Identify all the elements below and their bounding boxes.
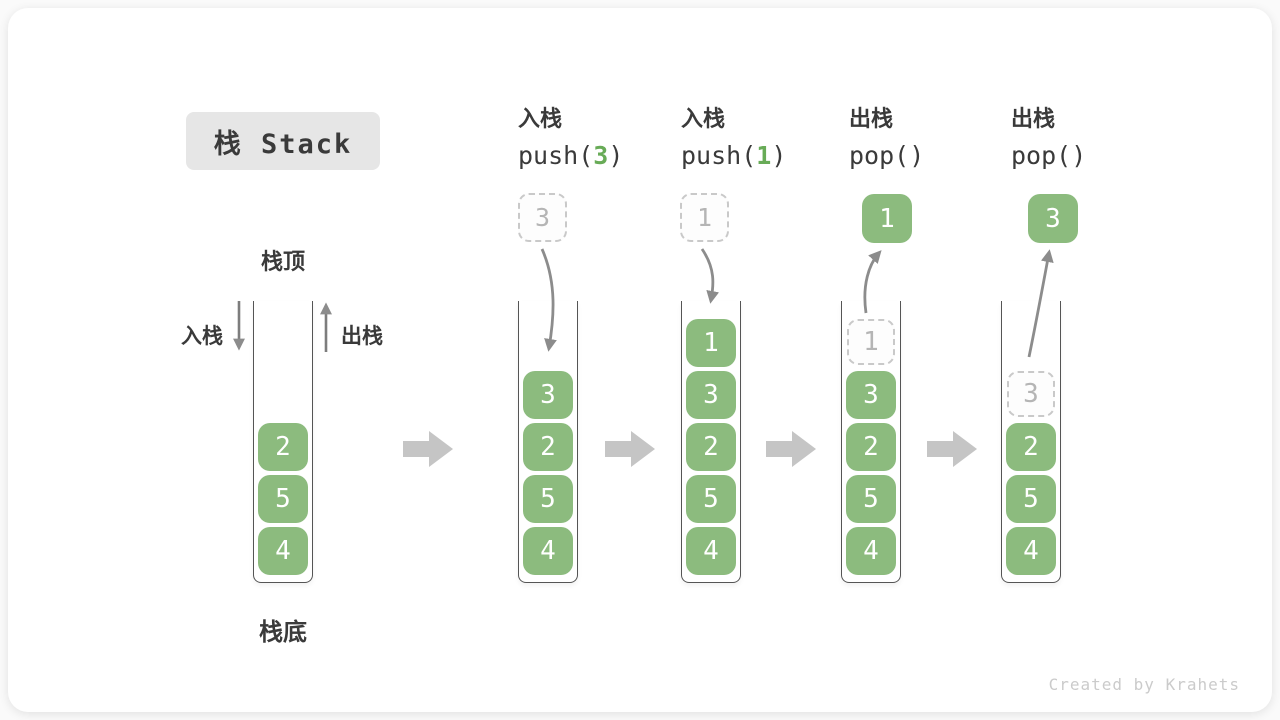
- stack-item: 2: [258, 423, 308, 471]
- removed-slot-box: 3: [1007, 371, 1055, 417]
- op-label: 出栈: [849, 107, 894, 132]
- stack-after-pop-1: [841, 301, 901, 583]
- code-prefix: push(: [518, 141, 594, 170]
- removed-slot-box: 1: [847, 319, 895, 365]
- step-arrow-icon: [927, 431, 977, 467]
- code-suffix: ): [909, 141, 925, 170]
- op-header-pop-2: 出栈 pop(): [1011, 108, 1181, 169]
- stack-item: 4: [686, 527, 736, 575]
- stack-item: 3: [846, 371, 896, 419]
- op-code: pop(): [849, 143, 1019, 169]
- stack-item: 4: [846, 527, 896, 575]
- popped-value-box: 3: [1028, 194, 1078, 243]
- stack-item: 4: [258, 527, 308, 575]
- stack-item: 5: [1006, 475, 1056, 523]
- stack-item: 2: [846, 423, 896, 471]
- op-code: pop(): [1011, 143, 1181, 169]
- incoming-value-box: 1: [680, 193, 729, 242]
- step-arrow-icon: [403, 431, 453, 467]
- stack-after-push-3: [518, 301, 578, 583]
- stack-item: 3: [523, 371, 573, 419]
- stack-item: 2: [523, 423, 573, 471]
- code-suffix: ): [771, 141, 787, 170]
- stack-item: 5: [846, 475, 896, 523]
- step-arrow-icon: [766, 431, 816, 467]
- op-code: push(1): [681, 143, 851, 169]
- stack-item: 1: [686, 319, 736, 367]
- code-value: 3: [593, 141, 609, 170]
- stack-initial: [253, 301, 313, 583]
- incoming-value-box: 3: [518, 193, 567, 242]
- popped-value-box: 1: [862, 194, 912, 243]
- code-value: 1: [756, 141, 772, 170]
- step-arrow-icon: [605, 431, 655, 467]
- stack-item: 4: [523, 527, 573, 575]
- code-prefix: push(: [681, 141, 757, 170]
- stack-item: 2: [1006, 423, 1056, 471]
- diagram-title: 栈 Stack: [186, 112, 380, 170]
- op-code: push(3): [518, 143, 688, 169]
- code-suffix: ): [608, 141, 624, 170]
- op-header-push-3: 入栈 push(3): [518, 108, 688, 169]
- stack-item: 5: [686, 475, 736, 523]
- stack-item: 2: [686, 423, 736, 471]
- pop-direction-label: 出栈: [341, 324, 383, 348]
- credit-text: Created by Krahets: [1048, 675, 1240, 694]
- push-direction-label: 入栈: [181, 324, 223, 348]
- stack-item: 5: [258, 475, 308, 523]
- stack-item: 5: [523, 475, 573, 523]
- op-label: 出栈: [1011, 107, 1056, 132]
- stack-after-push-1: [681, 301, 741, 583]
- code-prefix: pop(: [849, 141, 910, 170]
- stack-after-pop-3: [1001, 301, 1061, 583]
- stack-item: 3: [686, 371, 736, 419]
- stack-bottom-label: 栈底: [259, 618, 307, 646]
- op-label: 入栈: [518, 107, 563, 132]
- op-header-push-1: 入栈 push(1): [681, 108, 851, 169]
- code-prefix: pop(: [1011, 141, 1072, 170]
- diagram-title-text: 栈 Stack: [213, 128, 353, 160]
- op-label: 入栈: [681, 107, 726, 132]
- code-suffix: ): [1071, 141, 1087, 170]
- stack-top-label: 栈顶: [260, 250, 305, 275]
- op-header-pop-1: 出栈 pop(): [849, 108, 1019, 169]
- stack-item: 4: [1006, 527, 1056, 575]
